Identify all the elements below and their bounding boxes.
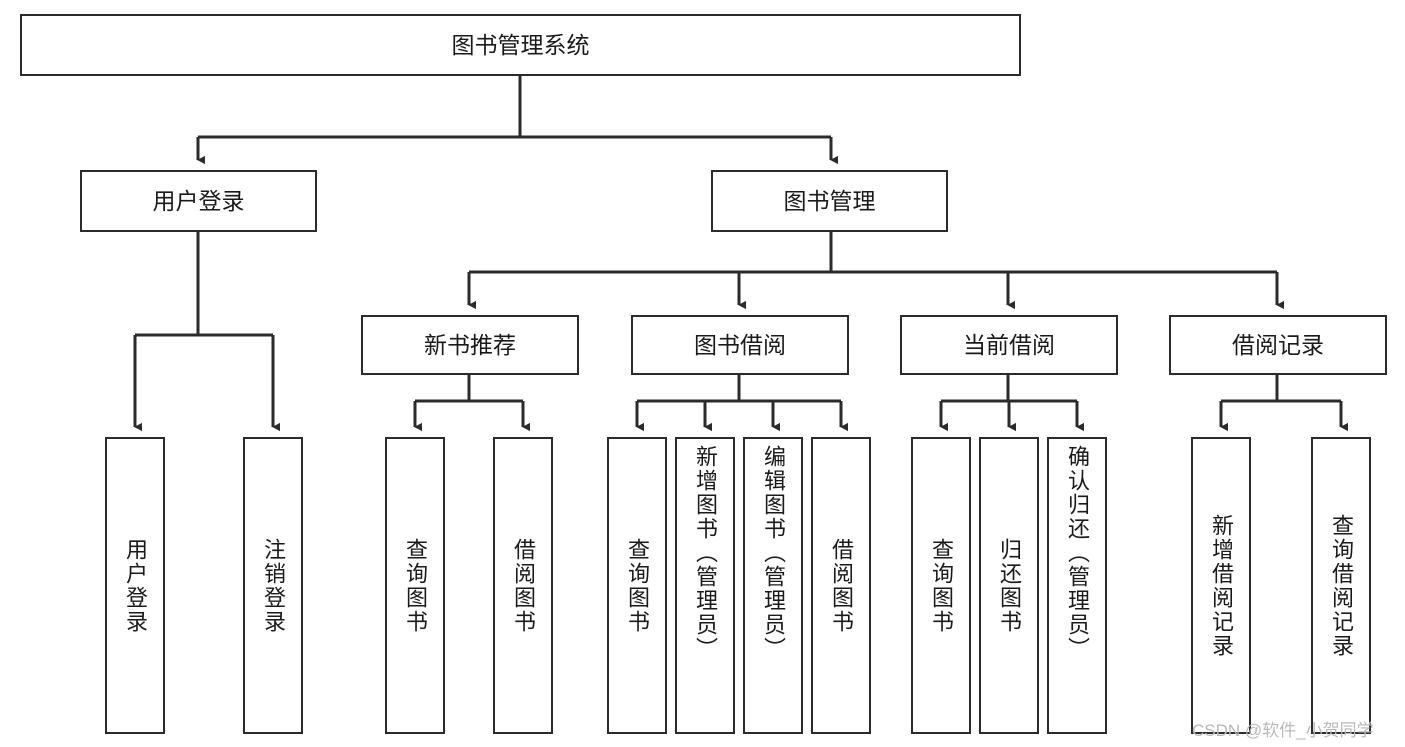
node-leaf-query-book-3[interactable]: 查询图书 <box>911 437 971 734</box>
node-label-leaf-add-record: 新增借阅记录 <box>1209 513 1234 658</box>
csdn-watermark: CSDN @软件_小贺同学 <box>1192 721 1374 740</box>
node-label-user-login: 用户登录 <box>152 187 245 214</box>
node-leaf-return-book[interactable]: 归还图书 <box>979 437 1039 734</box>
node-label-leaf-query-book-1: 查询图书 <box>403 537 428 634</box>
node-book-management[interactable]: 图书管理 <box>711 170 948 232</box>
node-new-book-recommend[interactable]: 新书推荐 <box>361 315 579 375</box>
node-leaf-borrow-book-1[interactable]: 借阅图书 <box>493 437 553 734</box>
node-leaf-confirm-return[interactable]: 确认归还（管理员） <box>1047 437 1107 734</box>
node-label-current-borrow: 当前借阅 <box>963 331 1055 358</box>
node-label-leaf-edit-book: 编辑图书（管理员） <box>761 445 786 661</box>
node-label-leaf-query-record: 查询借阅记录 <box>1329 513 1354 658</box>
node-leaf-query-book-2[interactable]: 查询图书 <box>607 437 667 734</box>
node-leaf-add-book[interactable]: 新增图书（管理员） <box>675 437 735 734</box>
node-label-leaf-confirm-return: 确认归还（管理员） <box>1065 445 1090 661</box>
node-leaf-add-record[interactable]: 新增借阅记录 <box>1191 437 1251 734</box>
node-label-leaf-borrow-book-2: 借阅图书 <box>829 537 854 634</box>
node-current-borrow[interactable]: 当前借阅 <box>900 315 1118 375</box>
node-leaf-borrow-book-2[interactable]: 借阅图书 <box>811 437 871 734</box>
node-label-leaf-add-book: 新增图书（管理员） <box>693 445 718 661</box>
node-label-leaf-user-login: 用户登录 <box>123 537 148 634</box>
node-leaf-user-login[interactable]: 用户登录 <box>105 437 165 734</box>
node-leaf-query-book-1[interactable]: 查询图书 <box>385 437 445 734</box>
node-borrow-record[interactable]: 借阅记录 <box>1169 315 1387 375</box>
node-leaf-query-record[interactable]: 查询借阅记录 <box>1311 437 1371 734</box>
node-user-login[interactable]: 用户登录 <box>80 170 317 232</box>
node-book-borrow[interactable]: 图书借阅 <box>631 315 849 375</box>
node-label-leaf-query-book-3: 查询图书 <box>929 537 954 634</box>
node-label-leaf-borrow-book-1: 借阅图书 <box>511 537 536 634</box>
node-leaf-logout[interactable]: 注销登录 <box>243 437 303 734</box>
node-label-book-management-system: 图书管理系统 <box>451 31 590 58</box>
node-label-book-management: 图书管理 <box>783 187 876 214</box>
node-label-leaf-query-book-2: 查询图书 <box>625 537 650 634</box>
node-label-book-borrow: 图书借阅 <box>694 331 786 358</box>
node-label-new-book-recommend: 新书推荐 <box>424 331 516 358</box>
node-book-management-system[interactable]: 图书管理系统 <box>20 14 1021 76</box>
node-label-borrow-record: 借阅记录 <box>1232 331 1324 358</box>
node-label-leaf-return-book: 归还图书 <box>997 537 1022 634</box>
node-label-leaf-logout: 注销登录 <box>261 537 286 634</box>
node-leaf-edit-book[interactable]: 编辑图书（管理员） <box>743 437 803 734</box>
